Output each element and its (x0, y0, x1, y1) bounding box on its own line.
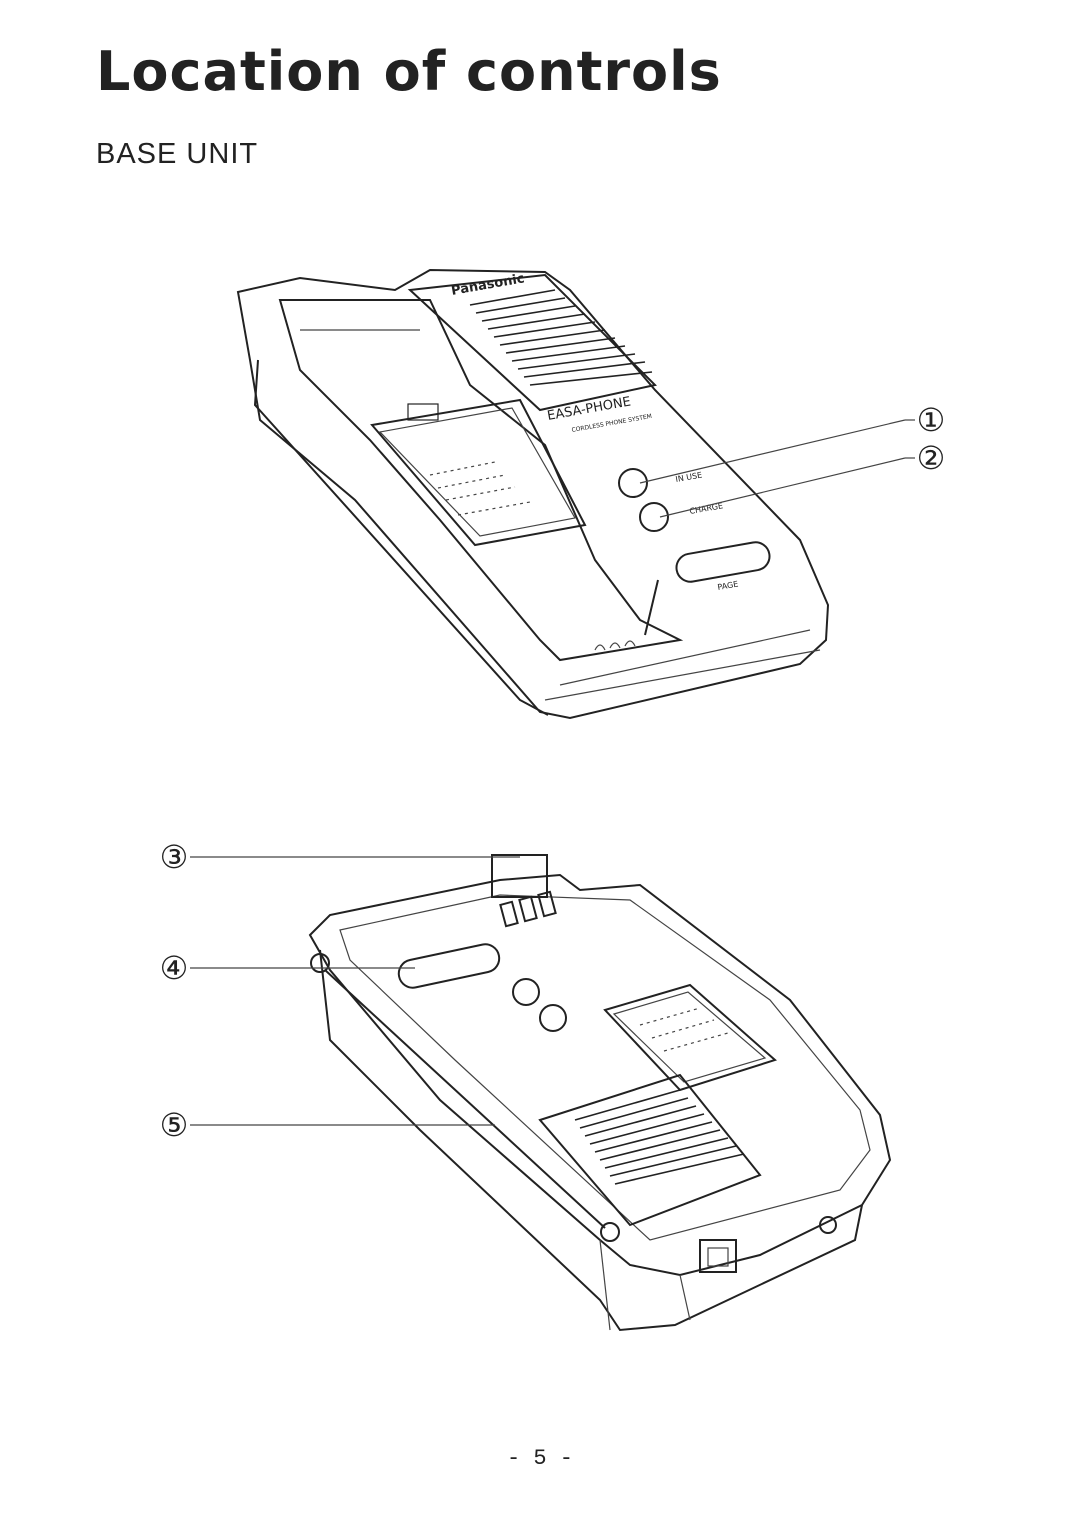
charge-indicator (639, 502, 669, 532)
in-use-indicator (618, 468, 648, 498)
callout-3: ③ (159, 838, 189, 876)
base-unit-top-view: Panasonic EASA-PHONE CORDLESS PHONE SYST… (236, 268, 830, 720)
bottom-page-button[interactable] (396, 942, 502, 991)
page-button[interactable] (674, 540, 771, 584)
callout-2: ② (916, 439, 946, 477)
label-card (370, 398, 587, 547)
callout-4: ④ (159, 949, 189, 987)
base-unit-bottom-view (308, 854, 892, 1332)
antenna-hinge (310, 953, 330, 973)
page-number: - 5 - (506, 1446, 573, 1471)
page-button-label: PAGE (717, 579, 739, 591)
in-use-label: IN USE (675, 470, 703, 484)
brand-logo: Panasonic (450, 271, 526, 299)
antenna-tip (600, 1222, 620, 1242)
bottom-in-use-indicator (539, 1004, 567, 1032)
wall-mount-hole (819, 1216, 837, 1234)
section-subtitle: BASE UNIT (96, 138, 259, 170)
callout-5: ⑤ (159, 1106, 189, 1144)
antenna[interactable] (324, 969, 606, 1229)
speaker-grille (469, 289, 653, 386)
callout-1: ① (916, 401, 946, 439)
bottom-label-card (603, 983, 777, 1092)
page-title: Location of controls (96, 40, 722, 103)
switch-block (491, 854, 557, 928)
telephone-jack[interactable] (699, 1239, 737, 1273)
bottom-charge-indicator (512, 978, 540, 1006)
switch-1[interactable] (499, 900, 519, 928)
switch-2[interactable] (518, 895, 538, 923)
switch-3[interactable] (537, 890, 557, 918)
bottom-speaker-grille (574, 1089, 745, 1185)
